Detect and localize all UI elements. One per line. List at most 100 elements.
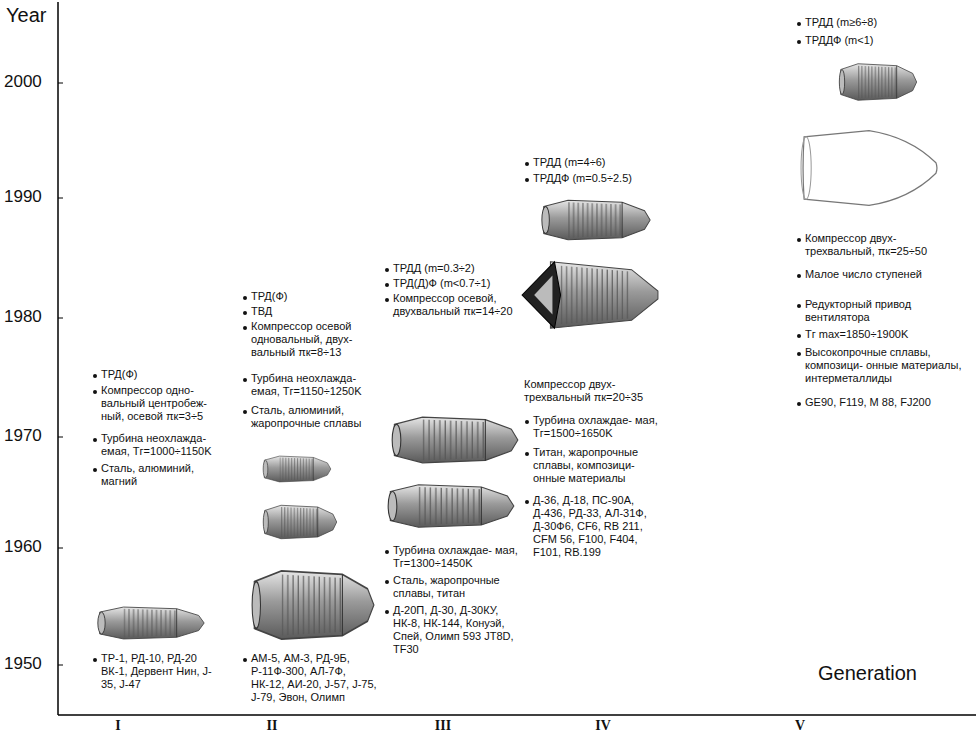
engine-sketch: [263, 456, 331, 482]
bullet-dot: [243, 326, 247, 330]
label-text: Компрессор двух- трехвальный, πк=25÷50: [805, 232, 927, 257]
label-text: 1980: [4, 307, 42, 326]
label-text: Сталь, алюминий, магний: [101, 462, 194, 487]
feature-item: ТРД(Ф): [242, 290, 374, 303]
bullet-dot: [243, 311, 247, 315]
bullet-dot: [385, 550, 389, 554]
feature-item: Титан, жаропрочные сплавы, композици- он…: [524, 446, 664, 485]
engine-outline: [801, 131, 937, 206]
feature-item: ТРДДФ (m<1): [796, 34, 966, 47]
label-text: ТР-1, РД-10, РД-20 ВК-1, Дервент Нин, J-…: [101, 652, 212, 690]
engine-sketch: [98, 607, 204, 639]
year-tick-label: 2000: [4, 72, 54, 92]
bullet-dot: [243, 378, 247, 382]
year-tick-label: 1950: [4, 654, 54, 674]
engine-sketch: [392, 417, 518, 463]
label-text: Титан, жаропрочные сплавы, композици- он…: [533, 446, 638, 484]
bullet-dot: [797, 304, 801, 308]
label-text: V: [795, 718, 805, 733]
label-text: АМ-5, АМ-3, РД-9Б, Р-11Ф-300, АЛ-7Ф, НК-…: [251, 652, 377, 703]
feature-item: ТРД(Ф): [92, 368, 214, 381]
label-text: Generation: [818, 662, 917, 684]
bullet-dot: [797, 352, 801, 356]
bullet-dot: [797, 40, 801, 44]
label-text: Турбина неохлажда- емая, Tг=1150÷1250K: [251, 372, 362, 397]
label-text: ТРДД (m≥6÷8): [805, 16, 877, 28]
feature-item: Д-36, Д-18, ПС-90А, Д-436, РД-33, АЛ-31Ф…: [524, 494, 664, 559]
label-text: Сталь, алюминий, жаропрочные сплавы: [251, 404, 361, 429]
bullet-dot: [385, 283, 389, 287]
year-tick-label: 1970: [4, 426, 54, 446]
label-text: Сталь, жаропрочные сплавы, титан: [393, 574, 500, 599]
feature-item: Сталь, алюминий, жаропрочные сплавы: [242, 404, 374, 430]
feature-item: Турбина неохлажда- емая, Tг=1000÷1150K: [92, 432, 214, 458]
engine-sketch: [388, 485, 514, 528]
label-text: ТВД: [251, 305, 272, 317]
label-text: Д-36, Д-18, ПС-90А, Д-436, РД-33, АЛ-31Ф…: [533, 494, 647, 558]
label-text: 1960: [4, 537, 42, 556]
label-text: Высокопрочные сплавы, композици- онные м…: [805, 346, 962, 384]
feature-item: Компрессор двух- трехвальный πк=20÷35: [524, 378, 664, 404]
feature-item: ТРД(Д)Ф (m<0.7÷1): [384, 277, 518, 290]
feature-item: ТРДД (m≥6÷8): [796, 16, 966, 29]
feature-item: Турбина охлаждае- мая, Tг=1300÷1450K: [384, 544, 518, 570]
label-text: GE90, F119, M 88, FJ200: [805, 396, 931, 408]
label-text: Турбина охлаждае- мая, Tг=1300÷1450K: [393, 544, 518, 569]
bullet-dot: [525, 420, 529, 424]
label-text: Малое число ступеней: [805, 268, 922, 280]
feature-item: Турбина охлаждае- мая, Tг=1500÷1650K: [524, 414, 664, 440]
generation-numeral: I: [98, 718, 138, 735]
bullet-dot: [525, 452, 529, 456]
feature-item: Малое число ступеней: [796, 268, 966, 281]
bullet-dot: [385, 298, 389, 302]
label-text: Турбина охлаждае- мая, Tг=1500÷1650K: [533, 414, 658, 439]
label-text: 2000: [4, 72, 42, 91]
bullet-dot: [93, 374, 97, 378]
feature-item: ТВД: [242, 305, 374, 318]
generation-numeral: IV: [583, 718, 623, 735]
engine-sketch: [542, 200, 650, 240]
bullet-dot: [243, 410, 247, 414]
feature-item: GE90, F119, M 88, FJ200: [796, 396, 966, 409]
bullet-dot: [797, 274, 801, 278]
bullet-dot: [525, 500, 529, 504]
feature-item: Д-20П, Д-30, Д-30КУ, НК-8, НК-144, Конуэ…: [384, 604, 518, 656]
label-text: I: [115, 718, 120, 733]
label-text: Компрессор одно- вальный центробеж- ный,…: [101, 384, 207, 422]
feature-item: ТР-1, РД-10, РД-20 ВК-1, Дервент Нин, J-…: [92, 652, 222, 691]
label-text: Редукторный привод вентилятора: [805, 298, 911, 323]
feature-item: Редукторный привод вентилятора: [796, 298, 966, 324]
bullet-dot: [243, 658, 247, 662]
engine-sketch: [263, 505, 336, 538]
bullet-dot: [797, 22, 801, 26]
label-text: Tг max=1850÷1900K: [805, 328, 908, 340]
label-text: Турбина неохлажда- емая, Tг=1000÷1150K: [101, 432, 212, 457]
feature-item: Компрессор одно- вальный центробеж- ный,…: [92, 384, 214, 423]
feature-item: Компрессор двух- трехвальный, πк=25÷50: [796, 232, 966, 258]
bullet-dot: [385, 580, 389, 584]
axis-title: Generation: [818, 662, 958, 686]
feature-item: Высокопрочные сплавы, композици- онные м…: [796, 346, 966, 385]
engine-sketch: [522, 262, 658, 328]
feature-item: Сталь, алюминий, магний: [92, 462, 214, 488]
feature-item: ТРДД (m=0.3÷2): [384, 262, 518, 275]
label-text: 1970: [4, 426, 42, 445]
bullet-dot: [93, 468, 97, 472]
label-text: Компрессор осевой, двухвальный πк=14÷20: [393, 292, 513, 317]
label-text: Year: [6, 4, 46, 26]
year-tick-label: 1990: [4, 187, 54, 207]
bullet-dot: [93, 390, 97, 394]
engine-sketch: [839, 64, 916, 100]
axis-ticks: [58, 83, 63, 665]
year-tick-label: 1960: [4, 537, 54, 557]
bullet-dot: [385, 268, 389, 272]
generation-numeral: III: [423, 718, 463, 735]
label-text: IV: [595, 718, 611, 733]
axis-title: Year: [6, 4, 66, 28]
label-text: ТРДД (m=0.3÷2): [393, 262, 475, 274]
label-text: ТРДД (m=4÷6): [533, 156, 605, 168]
label-text: III: [435, 718, 451, 733]
feature-item: АМ-5, АМ-3, РД-9Б, Р-11Ф-300, АЛ-7Ф, НК-…: [242, 652, 380, 704]
label-text: ТРДДФ (m<1): [805, 34, 873, 46]
